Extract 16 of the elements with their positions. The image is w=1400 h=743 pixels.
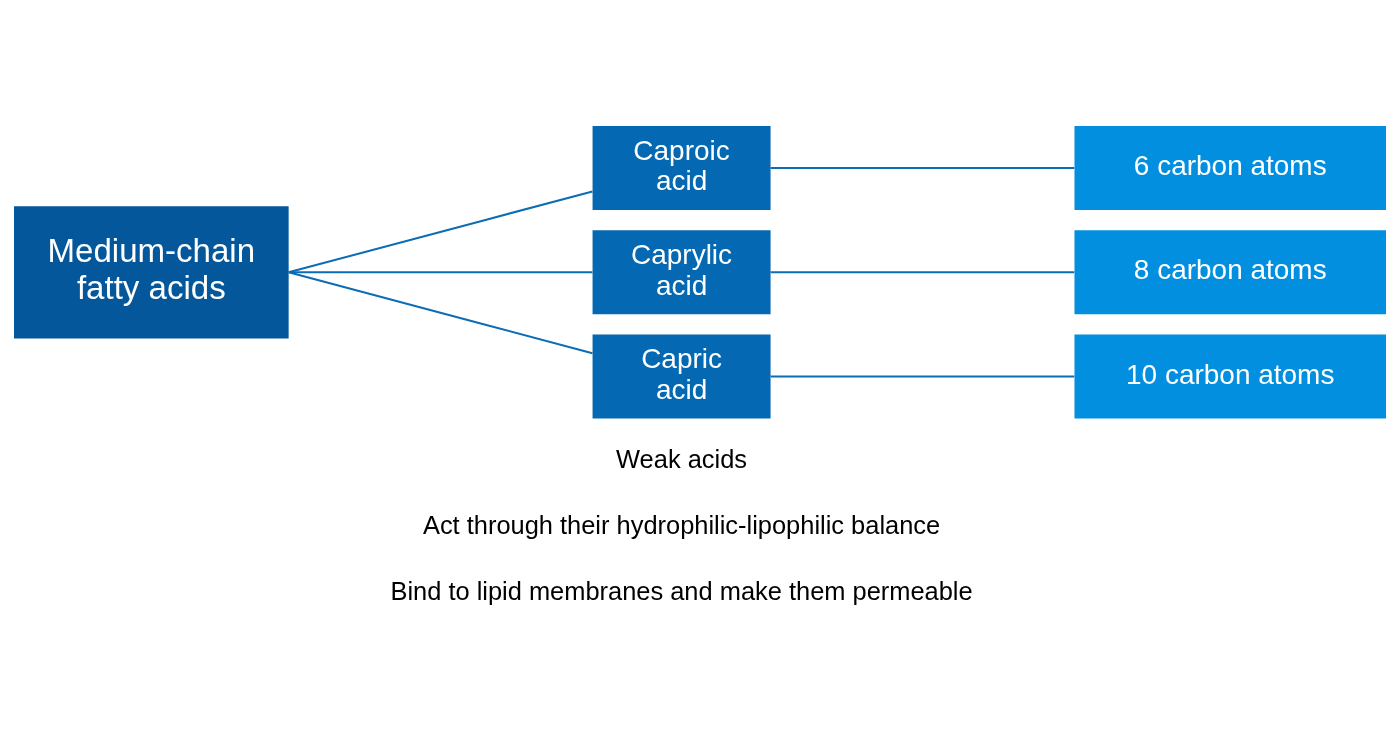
connector xyxy=(770,271,1075,274)
connector xyxy=(770,375,1075,378)
node-box: 10 carbon atoms xyxy=(1074,334,1386,419)
node-box: Capric acid xyxy=(592,334,771,419)
connector xyxy=(288,271,593,274)
label: Bind to lipid membranes and make them permeable xyxy=(390,577,973,606)
connector xyxy=(288,190,593,274)
label: Weak acids xyxy=(616,445,748,474)
connector xyxy=(288,271,593,355)
node-box: 6 carbon atoms xyxy=(1074,126,1386,210)
label: Act through their hydrophilic-lipophilic balance xyxy=(422,511,941,540)
node-box: Medium-chain fatty acids xyxy=(14,206,289,339)
node-box: Caproic acid xyxy=(592,126,771,210)
connector xyxy=(770,167,1075,170)
node-box: 8 carbon atoms xyxy=(1074,230,1386,315)
node-box: Caprylic acid xyxy=(592,230,771,315)
